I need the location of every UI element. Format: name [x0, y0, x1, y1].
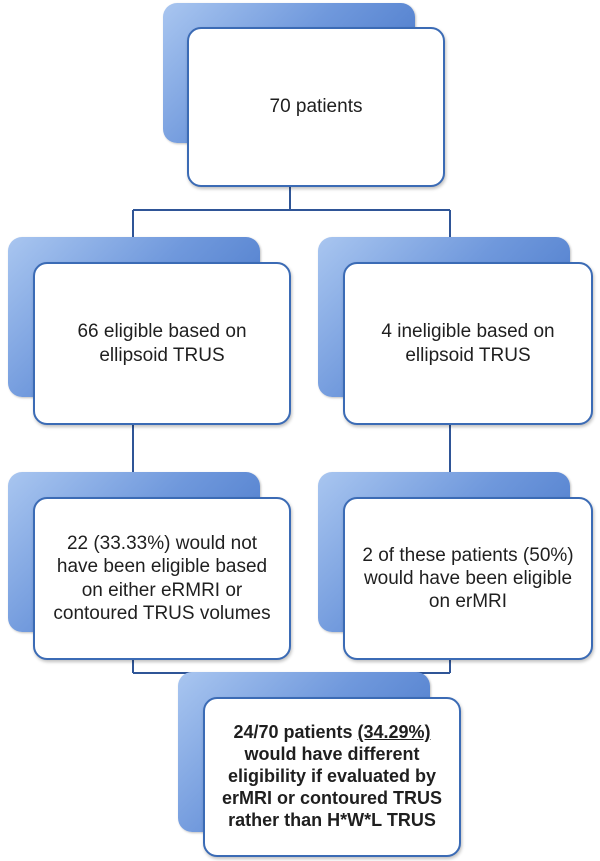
- node-eligible-text: 66 eligible based on ellipsoid TRUS: [77, 321, 247, 366]
- node-eligible-ermri-text: 2 of these patients (50%) would have bee…: [362, 544, 574, 613]
- node-eligible-card: 66 eligible based on ellipsoid TRUS: [33, 262, 291, 425]
- node-ineligible-text: 4 ineligible based on ellipsoid TRUS: [381, 321, 555, 366]
- summary-suffix: would have different eligibility if eval…: [221, 744, 442, 830]
- node-summary-card: 24/70 patients (34.29%) would have diffe…: [203, 697, 461, 857]
- node-eligible-ermri-card: 2 of these patients (50%) would have bee…: [343, 497, 593, 660]
- summary-prefix: 24/70 patients: [233, 722, 358, 743]
- summary-highlight: (34.29%): [357, 722, 431, 743]
- node-root-text: 70 patients: [269, 96, 363, 118]
- node-not-eligible-other-card: 22 (33.33%) would not have been eligible…: [33, 497, 291, 660]
- node-ineligible-card: 4 ineligible based on ellipsoid TRUS: [343, 262, 593, 425]
- node-not-eligible-other-text: 22 (33.33%) would not have been eligible…: [53, 533, 271, 624]
- node-root-card: 70 patients: [187, 27, 445, 187]
- node-summary-text: 24/70 patients (34.29%) would have diffe…: [215, 722, 449, 832]
